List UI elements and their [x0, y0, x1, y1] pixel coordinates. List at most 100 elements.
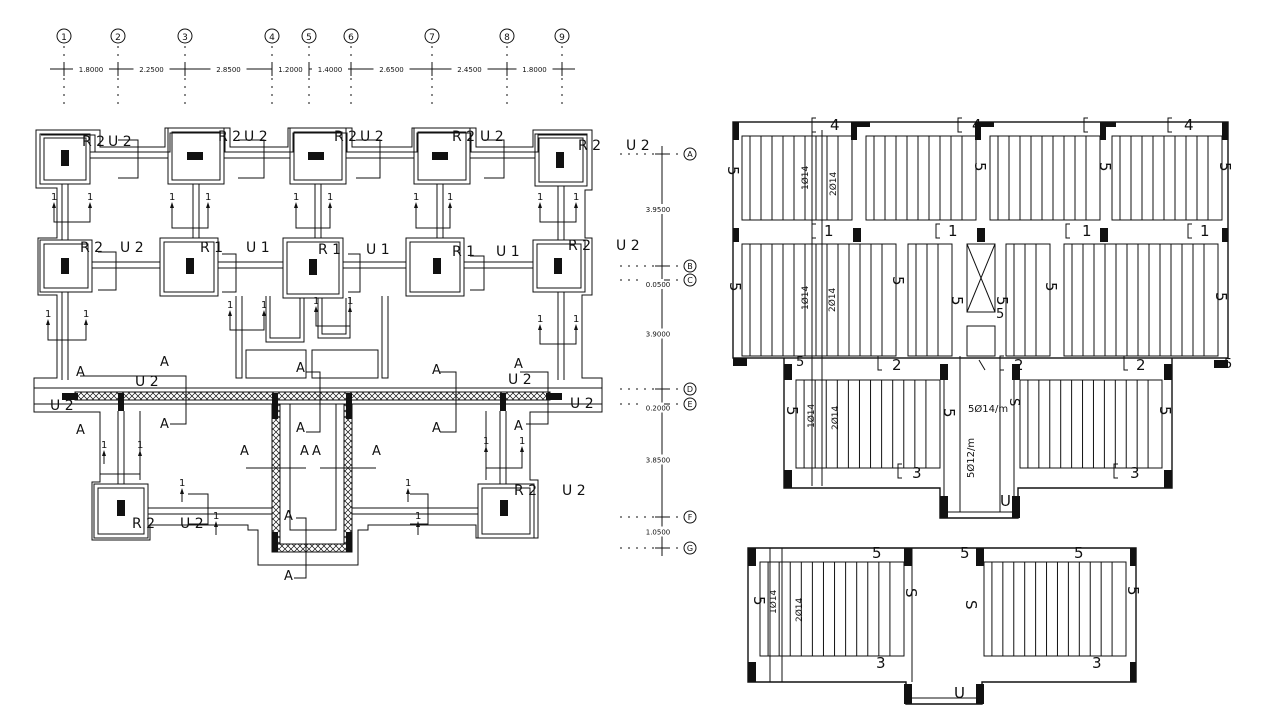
column-spacing: 1.8000	[79, 66, 104, 74]
section-marker: 1	[519, 436, 525, 447]
slab-mark: U	[1000, 492, 1011, 510]
slab-mark: S	[962, 600, 980, 610]
slab-mark: 5	[1124, 586, 1142, 596]
beam-label: U 1	[366, 242, 390, 258]
footing	[167, 127, 225, 185]
section-marker: 1	[83, 309, 89, 320]
beam-label: U 2	[616, 238, 640, 254]
row-spacing: 3.8500	[646, 457, 671, 465]
slab-mark: 2	[1136, 356, 1146, 374]
footing	[413, 127, 471, 185]
grid-bubble	[683, 382, 697, 396]
footing	[534, 133, 588, 187]
column	[308, 152, 324, 160]
slab-mark: 5	[1096, 162, 1114, 172]
slab-mark: 3	[912, 464, 922, 482]
grid-row-dimensions: ABCDEFG3.95000.05003.90000.20003.85001.0…	[620, 146, 697, 556]
beam-label: U 1	[496, 244, 520, 260]
section-marker: 1	[347, 296, 353, 307]
section-marker: 1	[537, 192, 543, 203]
slab-mark: 5	[783, 406, 801, 416]
section-marker: A	[296, 361, 305, 376]
beam-label: U 2	[120, 240, 144, 256]
footing	[39, 133, 91, 185]
section-marker: A	[284, 569, 293, 584]
section-marker: A	[312, 444, 321, 459]
slab-mark: 1	[824, 222, 834, 240]
slab-mark: S	[902, 588, 920, 598]
grid-bubble	[683, 259, 697, 273]
grid-bubble	[499, 28, 515, 44]
footing-label: R 2	[568, 238, 591, 254]
grid-bubble	[177, 28, 193, 44]
grid-label: 3	[182, 33, 188, 43]
beam-label: U 2	[570, 396, 594, 412]
section-marker: A	[372, 444, 381, 459]
grid-label: 8	[504, 33, 510, 43]
section-marker: 1	[537, 314, 543, 325]
section-marker: 1	[261, 300, 267, 311]
slab-mark: 5	[940, 408, 958, 418]
slab-mark: 5	[1156, 406, 1174, 416]
slab-mark: 5	[1074, 544, 1084, 562]
rebar-label: 1Ø14	[768, 589, 779, 614]
section-marker: 1	[313, 296, 319, 307]
section-marker: 1	[327, 192, 333, 203]
section-marker: A	[284, 509, 293, 524]
section-marker: A	[160, 355, 169, 370]
grid-label: F	[688, 513, 693, 522]
section-marker: A	[160, 417, 169, 432]
footing-label: R 2	[514, 483, 537, 499]
footing-label: R 1	[200, 240, 223, 256]
column	[556, 152, 564, 168]
grid-bubble	[56, 28, 72, 44]
section-marker: 1	[447, 192, 453, 203]
grid-label: D	[687, 385, 693, 394]
column-spacing: 2.8500	[216, 66, 241, 74]
grid-label: 7	[429, 33, 435, 43]
column	[187, 152, 203, 160]
grade-beam	[74, 391, 551, 401]
rebar-label: 1Ø14	[800, 285, 811, 310]
row-spacing: 1.0500	[646, 529, 671, 537]
rebar-label: 2Ø14	[827, 287, 838, 312]
section-marker: 1	[205, 192, 211, 203]
footing-label: R 2	[452, 129, 475, 145]
grid-bubble	[683, 273, 697, 287]
grid-bubble	[683, 510, 697, 524]
slab-mark: 5	[724, 166, 742, 176]
slab-mark: 5	[889, 276, 907, 286]
section-marker: 1	[483, 436, 489, 447]
column	[61, 150, 69, 166]
slab-mark: 5	[960, 544, 970, 562]
column-spacing: 2.4500	[457, 66, 482, 74]
beam-label: U 2	[135, 374, 159, 390]
grid-bubble	[301, 28, 317, 44]
footing-label: R 2	[218, 129, 241, 145]
slab-mark: 5	[948, 296, 966, 306]
grid-label: 4	[269, 33, 275, 43]
rebar-label: 1Ø14	[806, 403, 817, 428]
section-marker: 1	[87, 192, 93, 203]
slab-mark: 3	[1130, 464, 1140, 482]
slab-mark: 5	[726, 282, 744, 292]
beam-label: U 2	[508, 372, 532, 388]
footing	[532, 239, 586, 293]
footing-label: R 2	[578, 138, 601, 154]
rebar-label: 2Ø14	[794, 597, 805, 622]
row-spacing: 3.9500	[646, 206, 671, 214]
grid-bubble	[424, 28, 440, 44]
rebar-label: 5Ø14/m	[968, 403, 1008, 415]
slab-mark: 4	[972, 116, 982, 134]
beam-label: U 2	[562, 483, 586, 499]
rebar-label: 2Ø14	[828, 171, 839, 196]
section-marker: A	[76, 365, 85, 380]
slab-mark: 5	[1212, 292, 1230, 302]
grid-bubble	[110, 28, 126, 44]
slab-mark: 5	[993, 296, 1011, 306]
section-marker: 1	[179, 478, 185, 489]
beam-label: U 2	[50, 398, 74, 414]
